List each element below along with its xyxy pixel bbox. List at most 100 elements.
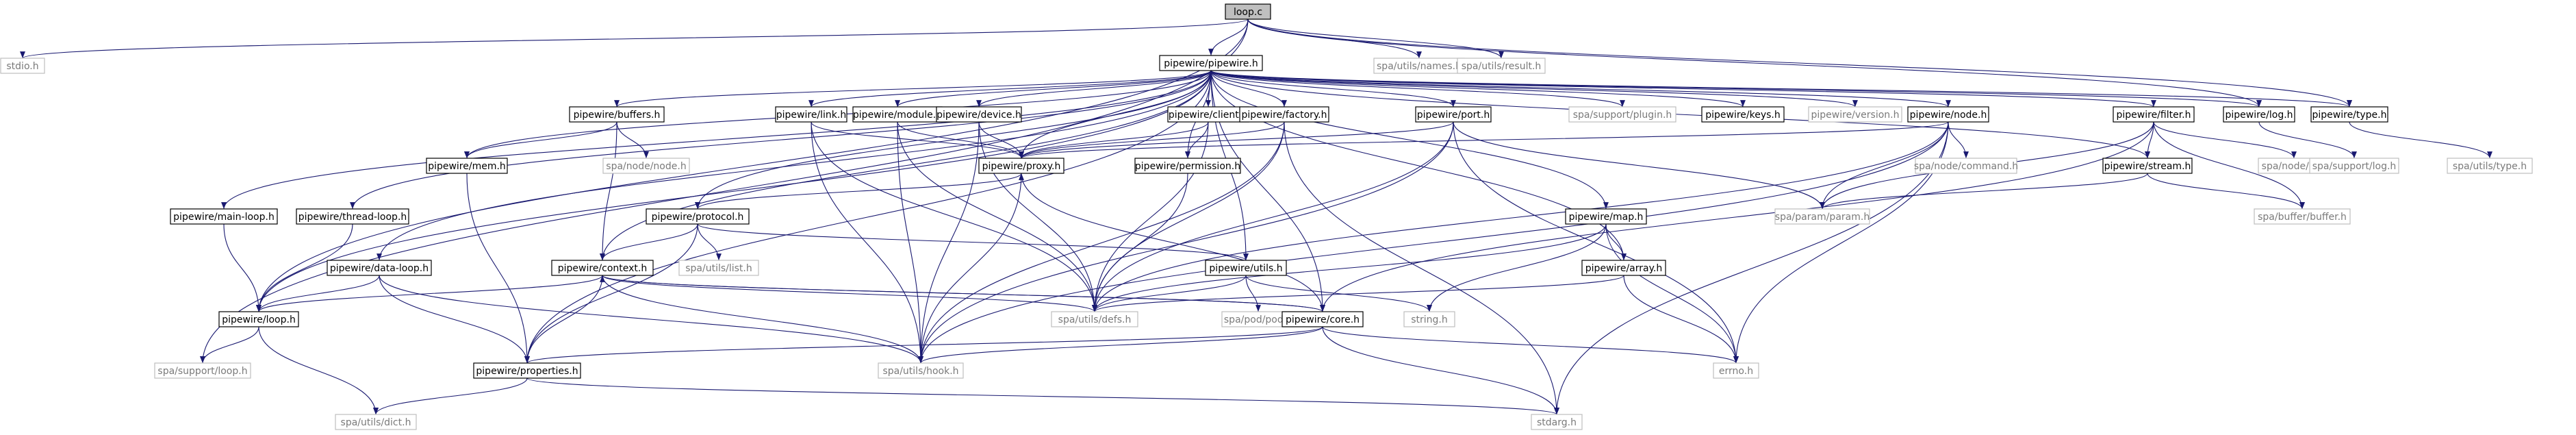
node-box <box>2223 106 2295 123</box>
node-box <box>978 158 1064 174</box>
node-loop-c[interactable]: loop.c <box>1225 3 1271 20</box>
node-box <box>1225 3 1271 20</box>
node-spa-support-loop-h: spa/support/loop.h <box>154 362 251 379</box>
edge-pipewire_device_h-to-spa_utils_defs_h <box>978 121 1097 312</box>
node-pipewire-mem-h[interactable]: pipewire/mem.h <box>426 158 508 174</box>
node-box <box>1239 106 1329 123</box>
node-errno-h: errno.h <box>1713 362 1759 379</box>
node-pipewire-permission-h[interactable]: pipewire/permission.h <box>1134 158 1241 174</box>
node-pipewire-context-h[interactable]: pipewire/context.h <box>551 260 654 276</box>
node-pipewire-port-h[interactable]: pipewire/port.h <box>1415 106 1492 123</box>
node-box <box>1205 260 1287 276</box>
edge-pipewire_pipewire_h-to-pipewire_version_h <box>1210 70 1858 108</box>
edge-pipewire_client_h-to-spa_utils_defs_h <box>1092 121 1209 312</box>
node-pipewire-stream-h[interactable]: pipewire/stream.h <box>2102 158 2193 174</box>
edge-pipewire_properties_h-to-spa_utils_dict_h <box>373 377 528 415</box>
node-pipewire-filter-h[interactable]: pipewire/filter.h <box>2113 106 2195 123</box>
node-label: pipewire/permission.h <box>1135 161 1240 172</box>
node-box <box>1531 414 1583 430</box>
edge-pipewire_filter_h-to-pipewire_core_h <box>1320 121 2154 312</box>
node-pipewire-factory-h[interactable]: pipewire/factory.h <box>1239 106 1329 123</box>
node-box <box>2310 106 2388 123</box>
node-box <box>1701 106 1785 123</box>
node-pipewire-properties-h[interactable]: pipewire/properties.h <box>473 362 581 379</box>
edge-pipewire_module_h-to-pipewire_proxy_h <box>897 121 1024 159</box>
edge-pipewire_client_h-to-pipewire_permission_h <box>1185 121 1209 159</box>
node-box <box>1051 311 1138 327</box>
node-label: spa/param/param.h <box>1775 212 1870 223</box>
edge-pipewire_type_h-to-spa_utils_type_h <box>2349 121 2492 159</box>
edge-pipewire_node_h-to-spa_node_command_h <box>1948 121 1969 159</box>
edge-pipewire_pipewire_h-to-spa_support_plugin_h <box>1210 70 1625 108</box>
edge-pipewire_pipewire_h-to-pipewire_stream_h <box>1210 70 2150 159</box>
node-pipewire-map-h[interactable]: pipewire/map.h <box>1565 208 1647 225</box>
edge-pipewire_pipewire_h-to-pipewire_properties_h <box>524 70 1212 364</box>
edge-pipewire_link_h-to-spa_utils_defs_h <box>811 121 1097 312</box>
edge-pipewire_module_h-to-spa_utils_defs_h <box>897 121 1097 312</box>
node-pipewire-version-h: pipewire/version.h <box>1808 106 1902 123</box>
node-pipewire-type-h[interactable]: pipewire/type.h <box>2310 106 2388 123</box>
node-label: pipewire/proxy.h <box>982 161 1061 172</box>
edge-pipewire_pipewire_h-to-pipewire_map_h <box>1210 70 1609 210</box>
node-spa-utils-hook-h: spa/utils/hook.h <box>878 362 964 379</box>
node-label: stdio.h <box>6 61 38 72</box>
node-label: spa/support/plugin.h <box>1573 110 1672 121</box>
edge-pipewire_proxy_h-to-pipewire_protocol_h <box>695 173 1022 210</box>
node-label: spa/support/log.h <box>2312 161 2397 172</box>
node-stdio-h: stdio.h <box>0 58 45 74</box>
node-pipewire-link-h[interactable]: pipewire/link.h <box>775 106 847 123</box>
node-pipewire-main-loop-h[interactable]: pipewire/main-loop.h <box>170 208 278 225</box>
node-pipewire-data-loop-h[interactable]: pipewire/data-loop.h <box>327 260 432 276</box>
node-label: pipewire/link.h <box>776 110 846 121</box>
node-pipewire-thread-loop-h[interactable]: pipewire/thread-loop.h <box>296 208 409 225</box>
edge-pipewire_pipewire_h-to-pipewire_filter_h <box>1210 70 2156 108</box>
node-label: pipewire/type.h <box>2312 110 2387 121</box>
edge-pipewire_core_h-to-errno_h <box>1322 326 1739 364</box>
node-label: spa/node/node.h <box>606 161 686 172</box>
edge-pipewire_pipewire_h-to-pipewire_device_h <box>976 70 1212 108</box>
node-box <box>1713 362 1759 379</box>
edge-pipewire_filter_h-to-spa_buffer_buffer_h <box>2153 121 2305 210</box>
node-pipewire-core-h[interactable]: pipewire/core.h <box>1281 311 1364 327</box>
node-label: pipewire/stream.h <box>2104 161 2191 172</box>
edge-pipewire_context_h-to-spa_utils_hook_h <box>602 275 923 364</box>
edge-pipewire_map_h-to-spa_utils_defs_h <box>1092 223 1607 312</box>
node-spa-support-log-h: spa/support/log.h <box>2309 158 2399 174</box>
edge-loop_c-to-stdio_h <box>20 18 1249 59</box>
node-label: pipewire/context.h <box>558 263 647 274</box>
edge-pipewire_buffers_h-to-spa_node_node_h <box>616 121 649 159</box>
edge-pipewire_protocol_h-to-pipewire_context_h <box>600 223 698 261</box>
node-pipewire-pipewire-h[interactable]: pipewire/pipewire.h <box>1159 55 1263 71</box>
node-spa-pod-pod-h: spa/pod/pod.h <box>1221 311 1295 327</box>
node-spa-buffer-buffer-h: spa/buffer/buffer.h <box>2254 208 2351 225</box>
edge-pipewire_thread_loop_h-to-pipewire_loop_h <box>256 223 353 312</box>
edge-pipewire_data_loop_h-to-spa_utils_hook_h <box>379 275 923 364</box>
node-pipewire-protocol-h[interactable]: pipewire/protocol.h <box>646 208 750 225</box>
edge-pipewire_port_h-to-pipewire_proxy_h <box>1019 121 1454 159</box>
node-label: spa/utils/dict.h <box>341 417 411 428</box>
node-pipewire-module-h[interactable]: pipewire/module.h <box>852 106 943 123</box>
node-box <box>1581 260 1666 276</box>
edge-pipewire_link_h-to-spa_utils_hook_h <box>811 121 923 364</box>
node-pipewire-log-h[interactable]: pipewire/log.h <box>2223 106 2295 123</box>
node-pipewire-array-h[interactable]: pipewire/array.h <box>1581 260 1666 276</box>
node-pipewire-keys-h[interactable]: pipewire/keys.h <box>1701 106 1785 123</box>
node-label: pipewire/device.h <box>936 110 1021 121</box>
node-pipewire-utils-h[interactable]: pipewire/utils.h <box>1205 260 1287 276</box>
edge-pipewire_device_h-to-spa_utils_hook_h <box>918 121 980 364</box>
edge-pipewire_map_h-to-errno_h <box>1605 223 1739 364</box>
node-pipewire-proxy-h[interactable]: pipewire/proxy.h <box>978 158 1064 174</box>
node-pipewire-loop-h[interactable]: pipewire/loop.h <box>218 311 299 327</box>
node-box <box>775 106 847 123</box>
node-box <box>154 362 251 379</box>
edge-pipewire_core_h-to-pipewire_context_h <box>600 275 1323 312</box>
edge-pipewire_factory_h-to-pipewire_proxy_h <box>1019 121 1285 159</box>
node-box <box>646 208 750 225</box>
node-pipewire-device-h[interactable]: pipewire/device.h <box>936 106 1022 123</box>
node-label: spa/utils/list.h <box>685 263 752 274</box>
node-pipewire-buffers-h[interactable]: pipewire/buffers.h <box>569 106 665 123</box>
node-label: stdarg.h <box>1537 417 1577 428</box>
node-label: pipewire/protocol.h <box>652 212 744 223</box>
node-pipewire-node-h[interactable]: pipewire/node.h <box>1907 106 1989 123</box>
node-pipewire-client-h[interactable]: pipewire/client.h <box>1167 106 1249 123</box>
